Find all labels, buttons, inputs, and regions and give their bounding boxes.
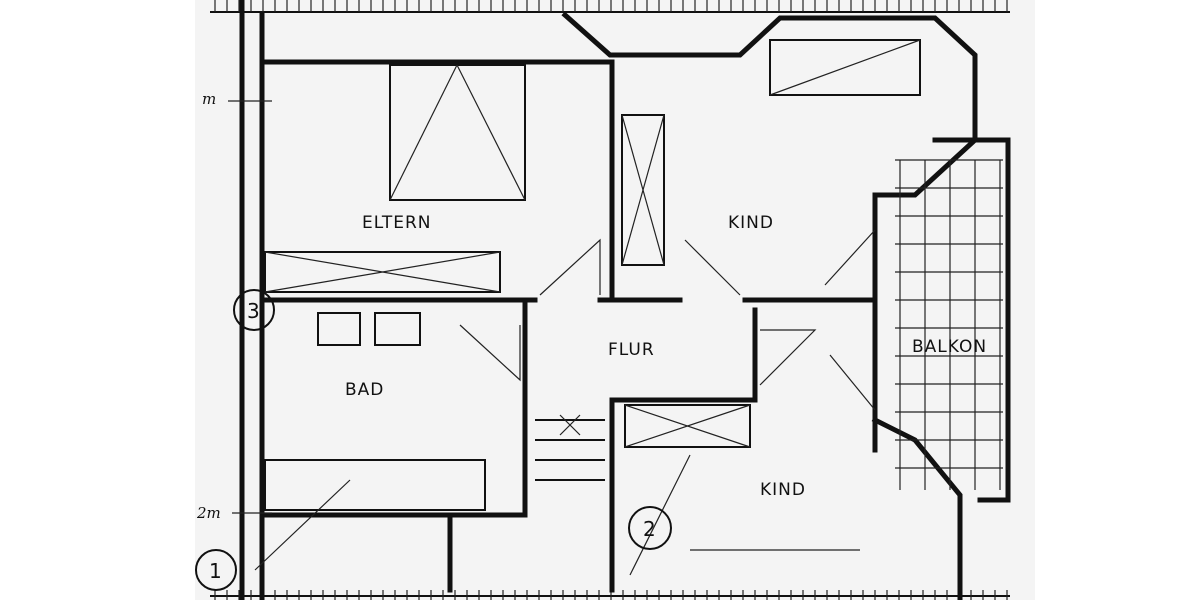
room-label-eltern: ELTERN: [362, 213, 432, 233]
marker-3: 3: [247, 299, 260, 323]
sink-1: [317, 312, 361, 346]
sink-2: [374, 312, 421, 346]
marker-1: 1: [209, 559, 222, 583]
balcony-tiles: [895, 159, 1003, 490]
dimension-m: m: [202, 90, 216, 108]
room-label-kind-bottom: KIND: [760, 480, 806, 500]
room-label-kind-top: KIND: [728, 213, 774, 233]
room-label-balkon: BALKON: [912, 337, 987, 357]
wardrobe: [264, 251, 501, 293]
door-swings: [459, 229, 876, 411]
chimney: [621, 114, 665, 266]
wardrobe-2: [624, 404, 751, 448]
staircase: [535, 414, 605, 481]
desk: [769, 39, 921, 96]
marker-circle-2: [628, 506, 672, 550]
room-label-bad: BAD: [345, 380, 384, 400]
marker-circle-1: [195, 549, 237, 591]
top-wall-hatch: [210, 0, 1010, 600]
interior-walls: [259, 59, 878, 593]
furniture: [254, 39, 921, 576]
room-label-flur: FLUR: [608, 340, 655, 360]
bathtub: [264, 459, 486, 511]
marker-circle-3: [233, 289, 275, 331]
dimension-2m: 2m: [196, 504, 221, 522]
marker-2: 2: [643, 517, 656, 541]
